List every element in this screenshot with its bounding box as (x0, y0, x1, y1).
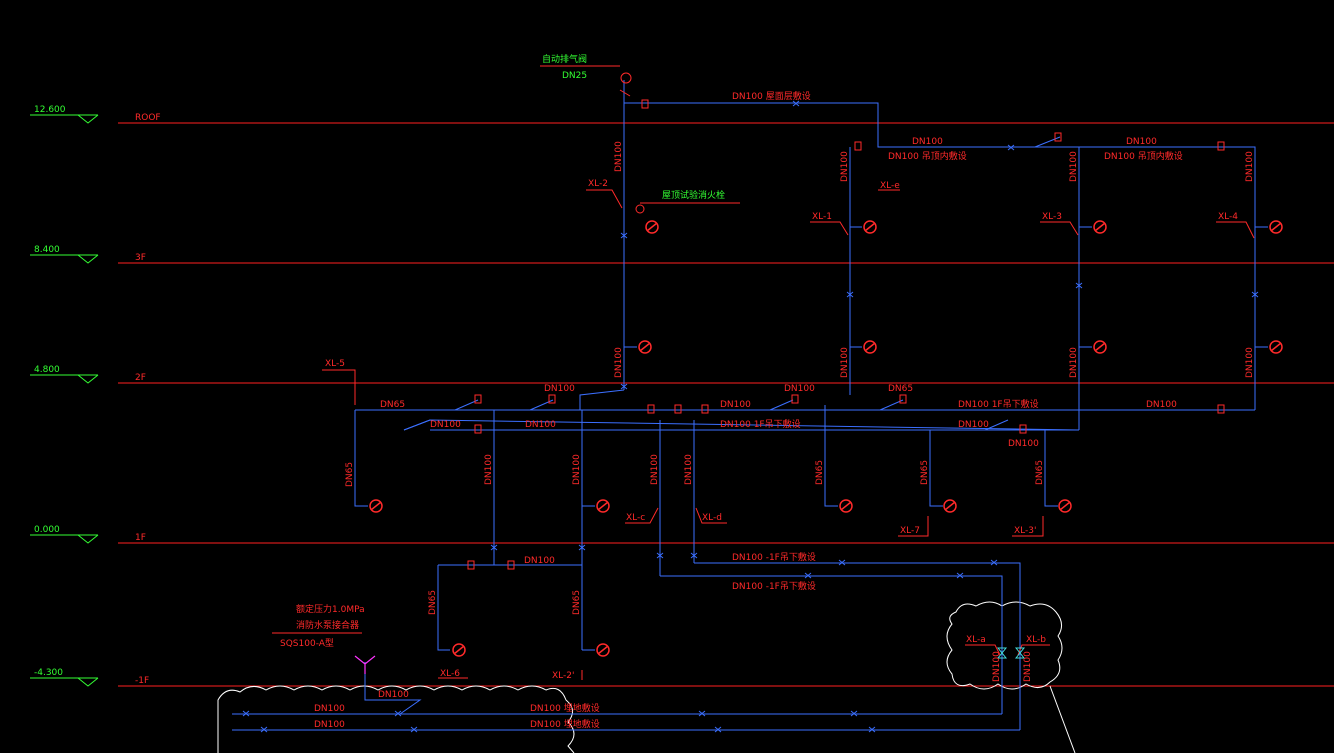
pipe-label-2f-dn100-b: DN100 (784, 384, 815, 394)
vlabel-xl3-lower: DN100 (1069, 347, 1079, 378)
vlabel-xl1-upper: DN100 (840, 151, 850, 182)
riser-label-xl3p: XL-3' (1014, 526, 1036, 536)
elevation-roof: 12.600 (34, 105, 66, 115)
floor-name-roof: ROOF (135, 113, 161, 123)
riser-label-xlb: XL-b (1026, 635, 1046, 645)
floor-name-1f: 1F (135, 533, 146, 543)
pipe-label-2f-dn100-c: DN100 (720, 400, 751, 410)
pipe-label-1f-ceiling-a: DN100 1F吊下敷设 (958, 398, 1039, 410)
elevation-2f: 4.800 (34, 365, 60, 375)
fire-hydrants (369, 220, 1283, 657)
pipe-label-roof-main: DN100 屋面层敷设 (732, 90, 811, 102)
pipe-label-roof-dn100-a: DN100 (912, 137, 943, 147)
pipe-markers (242, 100, 1259, 733)
pump-adapter-line1: 额定压力1.0MPa (296, 603, 365, 615)
pipe-label-2f-dn100-e: DN100 (430, 420, 461, 430)
riser-label-xla: XL-a (966, 635, 986, 645)
elevation-b1: -4.300 (34, 668, 63, 678)
riser-label-xle: XL-e (880, 181, 900, 191)
pump-adapter-symbol (354, 655, 376, 674)
riser-leaders (322, 189, 1255, 680)
pipe-label-2f-dn100-f: DN100 (525, 420, 556, 430)
pump-adapter-line2: 消防水泵接合器 (296, 619, 359, 631)
riser-label-xl1: XL-1 (812, 212, 832, 222)
pipe-network (232, 80, 1268, 731)
vlabel-xl2p: DN65 (572, 590, 582, 615)
riser-label-xl6: XL-6 (440, 669, 460, 679)
pipe-label-1f-ceiling-b: DN100 1F吊下敷设 (720, 418, 801, 430)
riser-label-xl4: XL-4 (1218, 212, 1238, 222)
riser-valves (996, 647, 1026, 659)
vlabel-xl3-upper: DN100 (1069, 151, 1079, 182)
riser-label-xl2: XL-2 (588, 179, 608, 189)
pipe-label-2f-dn100-g: DN100 (958, 420, 989, 430)
floor-name-2f: 2F (135, 373, 146, 383)
vlabel-xl4-lower: DN100 (1245, 347, 1255, 378)
test-hydrant-label: 屋顶试验消火栓 (662, 189, 725, 201)
riser-label-xl2p: XL-2' (552, 671, 574, 681)
elevation-1f: 0.000 (34, 525, 60, 535)
vlabel-xl5: DN65 (345, 462, 355, 487)
pipe-label-b1-dn100: DN100 (524, 556, 555, 566)
vlabel-r494: DN100 (484, 454, 494, 485)
riser-label-xl5: XL-5 (325, 359, 345, 369)
valve-boxes (467, 99, 1225, 570)
vlabel-xlc: DN100 (650, 454, 660, 485)
pipe-label-b1-b: DN100 -1F吊下敷设 (732, 580, 816, 592)
pipe-label-2f-dn65-a: DN65 (888, 384, 913, 394)
riser-label-xlc: XL-c (626, 513, 645, 523)
elevation-markers (30, 114, 99, 687)
vlabel-xl1-lower: DN100 (840, 347, 850, 378)
riser-label-xl7: XL-7 (900, 526, 920, 536)
auto-air-valve (540, 65, 740, 214)
vlabel-xld: DN100 (684, 454, 694, 485)
pipe-label-2f-dn100-d: DN100 (1146, 400, 1177, 410)
pipe-label-2f-dn100-a: DN100 (544, 384, 575, 394)
vlabel-xl3p: DN65 (1035, 460, 1045, 485)
pipe-label-bottom-a: DN100 埋地敷设 (530, 702, 600, 714)
vlabel-xl2-lower: DN100 (614, 347, 624, 378)
vlabel-xla: DN100 (992, 651, 1002, 682)
pipe-label-2f-dn65-b: DN65 (380, 400, 405, 410)
pipe-label-bottom-b: DN100 埋地敷设 (530, 718, 600, 730)
floor-lines (118, 122, 1334, 687)
pipe-label-bottom-dn100-a: DN100 (378, 690, 409, 700)
floor-name-3f: 3F (135, 253, 146, 263)
vlabel-xl7: DN65 (920, 460, 930, 485)
pump-adapter-line3: SQS100-A型 (280, 638, 334, 649)
pipe-label-roof-sub1: DN100 吊顶内敷设 (888, 150, 967, 162)
floor-name-b1: -1F (135, 676, 149, 686)
pipe-label-roof-dn100-b: DN100 (1126, 137, 1157, 147)
vlabel-r582: DN100 (572, 454, 582, 485)
vlabel-xl2-upper: DN100 (614, 141, 624, 172)
pipe-label-b1-a: DN100 -1F吊下敷设 (732, 551, 816, 563)
pipe-label-roof-sub2: DN100 吊顶内敷设 (1104, 150, 1183, 162)
riser-label-xld: XL-d (702, 513, 722, 523)
pipe-label-bottom-dn100-b: DN100 (314, 704, 345, 714)
riser-label-xl3: XL-3 (1042, 212, 1062, 222)
vlabel-xl6: DN65 (428, 590, 438, 615)
air-valve-size: DN25 (562, 71, 587, 81)
pipe-label-2f-dn100-h: DN100 (1008, 439, 1039, 449)
pipe-label-bottom-dn100-c: DN100 (314, 720, 345, 730)
revision-clouds (217, 601, 1076, 753)
air-valve-label: 自动排气阀 (542, 53, 587, 65)
elevation-3f: 8.400 (34, 245, 60, 255)
vlabel-xl4-upper: DN100 (1245, 151, 1255, 182)
vlabel-r825: DN65 (815, 460, 825, 485)
vlabel-xlb: DN100 (1023, 651, 1033, 682)
